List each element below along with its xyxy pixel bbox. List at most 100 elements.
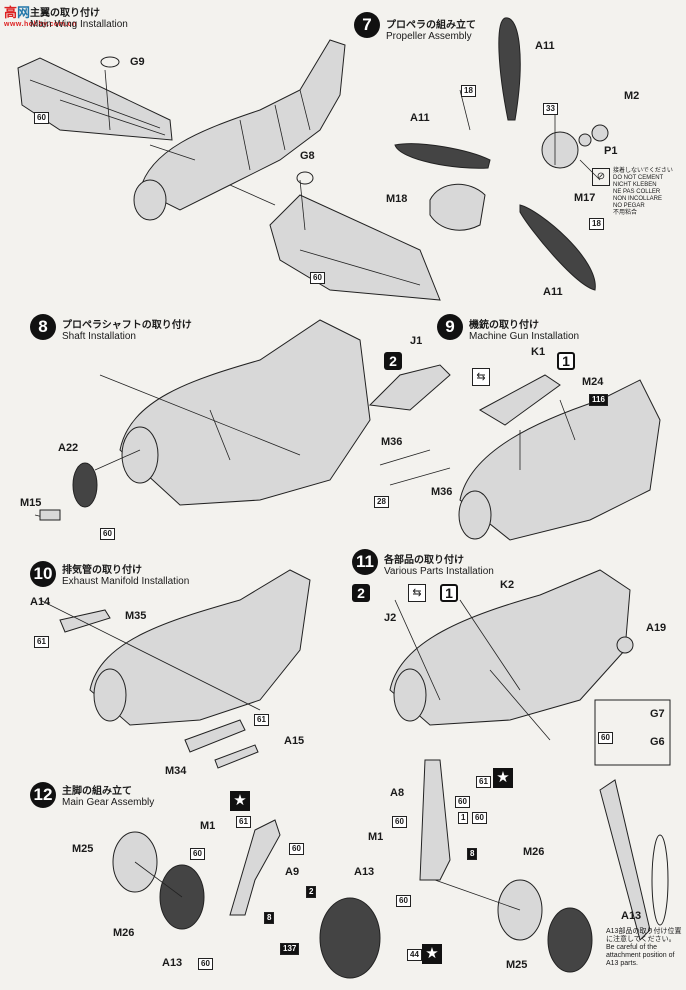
caption-l2: attachment position of [606, 952, 675, 959]
label-m26-a: M26 [113, 927, 135, 939]
badge-1: 1 [458, 812, 469, 824]
label-k1: K1 [531, 346, 546, 358]
arrow-swap-icon-b: ⇆ [408, 584, 426, 602]
warning-l2: NICHT KLEBEN [613, 182, 657, 188]
label-m1-b: M1 [368, 831, 384, 843]
step-main-wing-en: Main Wing Installation [30, 19, 128, 30]
watermark-logo: 高网 www.hobby.com.cn [4, 2, 77, 28]
step-7-jp: プロペラの組み立て [386, 20, 476, 31]
badge-137: 137 [280, 943, 300, 955]
label-a13-c: A13 [621, 910, 642, 922]
badge-60e: 60 [289, 843, 304, 855]
label-g8: G8 [300, 150, 315, 162]
badge-60f: 60 [190, 848, 205, 860]
watermark-part1: 高 [4, 5, 18, 20]
caption-l3: A13 parts. [606, 960, 638, 967]
step-10-header: 排気管の取り付け Exhaust Manifold Installation [62, 561, 189, 587]
step-11-number: 11 [352, 549, 378, 575]
badge-18a: 18 [461, 85, 476, 97]
step-10-en: Exhaust Manifold Installation [62, 576, 190, 587]
badge-60h: 60 [455, 796, 470, 808]
step-11-header: 各部品の取り付け Various Parts Installation [384, 551, 494, 577]
warning-l1: DO NOT CEMENT [613, 175, 664, 181]
step-11-en: Various Parts Installation [384, 566, 494, 577]
badge-60g: 60 [198, 958, 213, 970]
label-a8: A8 [390, 787, 405, 799]
warning-jp2: 不用粘合 [613, 210, 638, 216]
exhaust-drawing [39, 569, 311, 769]
step-9-en: Machine Gun Installation [469, 331, 580, 342]
option-1-icon-b: 1 [440, 584, 458, 602]
watermark-sub: www.hobby.com.cn [4, 21, 77, 28]
label-m15: M15 [20, 497, 42, 509]
step-7-header: プロペラの組み立て Propeller Assembly [386, 16, 476, 42]
step-10-number: 10 [30, 561, 56, 587]
label-m18: M18 [386, 193, 408, 205]
star-icon-b: ★ [422, 944, 442, 964]
option-2-icon: 2 [384, 352, 402, 370]
badge-60j: 60 [396, 895, 411, 907]
label-j1: J1 [410, 335, 423, 347]
option-1-icon: 1 [557, 352, 575, 370]
step-8-header: プロペラシャフトの取り付け Shaft Installation [62, 316, 192, 342]
step-10-jp: 排気管の取り付け [62, 565, 142, 576]
badge-116: 116 [589, 394, 608, 406]
label-m36-a: M36 [381, 436, 403, 448]
warning-l3: NE PAS COLLER [613, 189, 661, 195]
badge-60k: 60 [472, 812, 487, 824]
label-a13-a: A13 [162, 957, 183, 969]
step-11-jp: 各部品の取り付け [384, 555, 464, 566]
label-k2: K2 [500, 579, 515, 591]
label-g7: G7 [650, 708, 665, 720]
badge-28: 28 [374, 496, 389, 508]
label-m1-a: M1 [200, 820, 216, 832]
main-wing-drawing [17, 39, 441, 301]
caption-jp2: に注意してください。 [606, 936, 676, 943]
a13-caption: A13部品の取り付け位置 に注意してください。 Be careful of th… [606, 928, 681, 968]
label-a22: A22 [58, 442, 79, 454]
machine-gun-drawing [368, 364, 661, 541]
step-9-header: 機銃の取り付け Machine Gun Installation [469, 316, 579, 342]
caption-l1: Be careful of the [606, 944, 657, 951]
warning-l4: NON INCOLLARE [613, 196, 663, 202]
no-glue-icon: ⊘ [592, 168, 610, 186]
shaft-drawing [34, 319, 371, 521]
step-12-jp: 主脚の組み立て [62, 786, 132, 797]
label-m25-a: M25 [72, 843, 94, 855]
warning-jp: 接着しないでください [613, 168, 673, 174]
propeller-drawing [394, 17, 609, 291]
label-a14: A14 [30, 596, 51, 608]
badge-44: 44 [407, 949, 422, 961]
label-m34: M34 [165, 765, 187, 777]
label-m2: M2 [624, 90, 640, 102]
label-a13-b: A13 [354, 866, 375, 878]
step-12-header: 主脚の組み立て Main Gear Assembly [62, 782, 154, 808]
label-a11-left: A11 [410, 112, 430, 124]
step-9-jp: 機銃の取り付け [469, 320, 539, 331]
label-a11-bottom: A11 [543, 286, 563, 298]
arrow-swap-icon: ⇆ [472, 368, 490, 386]
star-icon-c: ★ [493, 768, 513, 788]
label-m26-b: M26 [523, 846, 545, 858]
step-7-number: 7 [354, 12, 380, 38]
label-m25-b: M25 [506, 959, 528, 971]
label-g6: G6 [650, 736, 665, 748]
do-not-cement-note: ⊘ 接着しないでください DO NOT CEMENT NICHT KLEBEN … [592, 168, 673, 217]
label-a19: A19 [646, 622, 667, 634]
badge-61b: 61 [254, 714, 269, 726]
badge-61d: 61 [476, 776, 491, 788]
label-m17: M17 [574, 192, 596, 204]
step-12-en: Main Gear Assembly [62, 797, 155, 808]
badge-60c: 60 [100, 528, 115, 540]
label-a9: A9 [285, 866, 300, 878]
badge-61c: 61 [236, 816, 251, 828]
star-icon-a: ★ [230, 791, 250, 811]
badge-60i: 60 [392, 816, 407, 828]
label-m35: M35 [125, 610, 147, 622]
label-a15: A15 [284, 735, 305, 747]
step-7-en: Propeller Assembly [386, 31, 472, 42]
step-8-en: Shaft Installation [62, 331, 136, 342]
label-j2: J2 [384, 612, 397, 624]
label-a11-top: A11 [535, 40, 555, 52]
